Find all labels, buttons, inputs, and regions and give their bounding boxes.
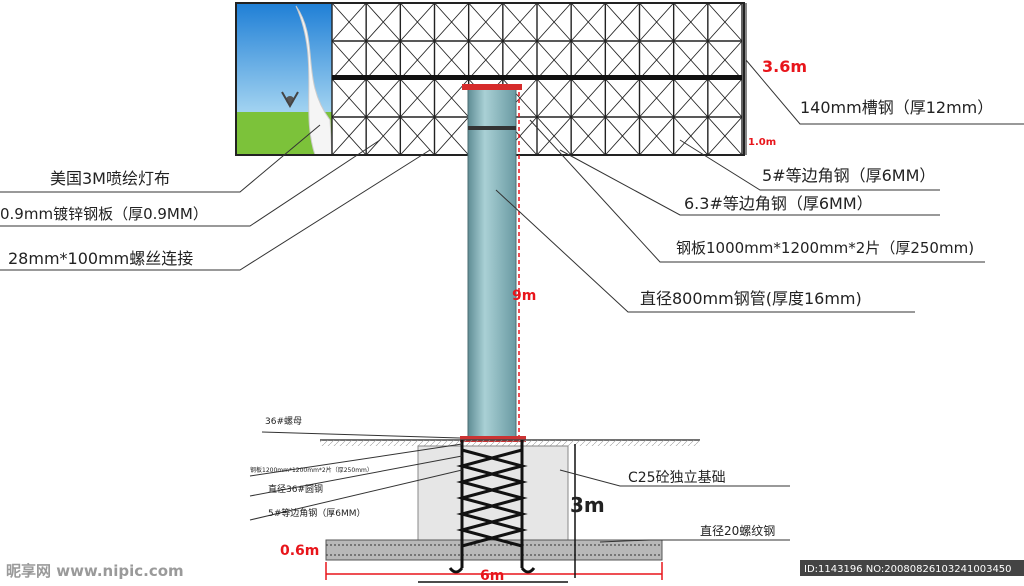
label-steel-pipe: 直径800mm钢管(厚度16mm): [640, 289, 862, 308]
label-base-plate: 钢板1200mm*1200mm*2片（厚250mm）: [250, 466, 373, 474]
channel-steel-bar: [332, 75, 742, 80]
concrete-foundation: [417, 445, 569, 543]
label-angle-steel-63: 6.3#等边角钢（厚6MM）: [684, 194, 873, 213]
label-angle-steel-5: 5#等边角钢（厚6MM）: [762, 166, 935, 185]
watermark-right: ID:1143196 NO:20080826103241003450: [804, 564, 1012, 575]
label-nut: 36#螺母: [265, 416, 302, 427]
dim-foundation-depth: 3m: [570, 493, 605, 517]
base-plate: [460, 436, 526, 442]
dim-board-bottom: 1.0m: [748, 137, 776, 148]
label-galvanized-sheet: 0.9mm镀锌钢板（厚0.9MM）: [0, 205, 208, 223]
label-banner-fabric: 美国3M喷绘灯布: [50, 169, 170, 188]
label-steel-plate: 钢板1000mm*1200mm*2片（厚250mm): [676, 239, 974, 257]
label-bolt-connection: 28mm*100mm螺丝连接: [8, 249, 193, 268]
dim-foundation-width: 6m: [480, 568, 504, 584]
footing-slab: [325, 539, 663, 561]
anchor-cage: [448, 440, 536, 574]
dim-footing-thickness: 0.6m: [280, 543, 319, 559]
dim-pole-height: 9m: [512, 288, 536, 304]
dim-board-height: 3.6m: [762, 57, 807, 76]
label-channel-steel: 140mm槽钢（厚12mm）: [800, 98, 993, 117]
watermark-left: 昵享网 www.nipic.com: [6, 562, 184, 580]
label-foundation-angle: 5#等边角钢（厚6MM）: [268, 507, 366, 519]
steel-pole: [467, 85, 517, 439]
label-round-steel: 直径36#圆钢: [268, 483, 323, 495]
label-rebar: 直径20螺纹钢: [700, 524, 775, 538]
banner-image: [236, 3, 333, 156]
top-plate: [462, 84, 522, 90]
label-concrete: C25砼独立基础: [628, 469, 726, 486]
